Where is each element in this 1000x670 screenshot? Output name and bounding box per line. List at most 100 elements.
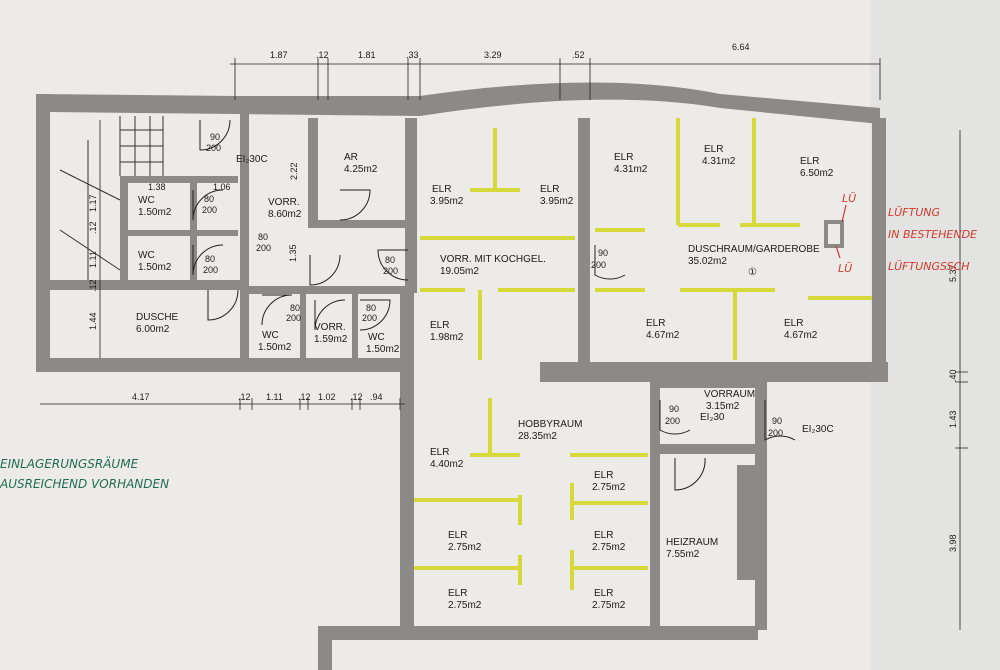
room-area: 3.95m2 [540,196,574,207]
wall-hobby-left [400,360,414,630]
dim-label: .12 [88,279,98,292]
room-name: ELR [540,184,559,195]
dims-top: 1.87 .12 1.81 .33 3.29 .52 6.64 [270,42,750,60]
room-area: 7.55m2 [666,549,700,560]
door-height: 200 [665,416,680,426]
wall-wc-row-2 [352,294,358,360]
fire-rating: EI₂30 [700,412,725,423]
room-area: 4.40m2 [430,459,464,470]
room-name: AR [344,152,358,163]
room-area: 2.75m2 [448,542,482,553]
dim-label: 1.11 [88,251,98,268]
door-width: 80 [205,254,215,264]
room-area: 3.95m2 [430,196,464,207]
door-swing-9 [314,299,346,331]
room-name: ELR [594,530,613,541]
dim-label: .33 [406,50,419,60]
dim-label: 1.43 [948,410,958,428]
door-swing-5 [339,189,371,221]
wall-ar-right [405,118,417,293]
room-name: ELR [594,588,613,599]
room-name: WC [262,330,279,341]
door-swing-13 [764,400,796,441]
door-height: 200 [362,313,377,323]
door-height: 200 [591,260,606,270]
dim-label: 1.17 [88,194,98,212]
room-name: ELR [614,152,633,163]
dims-inner: 1.38 1.06 2.22 1.35 [148,162,299,262]
stair-steps [119,116,164,176]
dim-ticks-top [234,58,881,100]
room-area: 4.67m2 [646,330,680,341]
room-area: 1.50m2 [138,262,172,273]
dim-label: 1.06 [213,182,231,192]
note-storage-1: EINLAGERUNGSRÄUME [0,456,139,471]
dim-label: 3.98 [948,534,958,552]
room-name: HOBBYRAUM [518,419,582,430]
dim-label: 1.02 [318,392,336,402]
door-width: 90 [772,416,782,426]
wall-wc-mid [120,230,238,236]
dim-label: 1.44 [88,312,98,330]
note-ventilation-2: IN BESTEHENDE [888,228,977,241]
room-area: 2.75m2 [592,482,626,493]
room-name: ELR [430,447,449,458]
paper-fold [870,0,1000,670]
dim-label: .12 [88,221,98,234]
wall-ar-bottom [308,220,414,228]
wall-vorr-left [240,110,249,360]
dims-left: 1.17 .12 1.11 .12 1.44 [88,194,98,330]
door-height: 200 [206,143,221,153]
room-name: WC [368,332,385,343]
dim-label: .12 [238,392,251,402]
room-name: DUSCHRAUM/GARDEROBE [688,244,820,255]
walls [36,82,888,670]
note-ventilation-3: LÜFTUNGSSCH [888,260,970,273]
partition-5 [676,118,720,227]
partitions [414,118,872,590]
room-labels: WC 1.50m2 WC 1.50m2 DUSCHE 6.00m2 VORR. … [136,144,834,611]
wall-wc-row-1 [300,294,306,360]
door-swings [192,119,796,491]
partition-9 [414,483,648,525]
dim-label: .12 [350,392,363,402]
door-swing-7 [309,254,341,286]
room-name: ELR [448,530,467,541]
door-height: 200 [203,265,218,275]
room-area: 2.75m2 [592,542,626,553]
partition-1 [470,128,520,192]
dim-label: 1.11 [266,392,283,402]
wall-wc-row-3 [400,294,414,360]
door-labels: 90 200 80 200 80 200 80 200 80 200 90 20… [202,132,783,438]
room-area: 4.31m2 [702,156,736,167]
dim-label: .40 [948,369,958,382]
room-symbol: ① [748,267,757,278]
room-name: VORR. [314,322,346,333]
dim-label: 4.17 [132,392,150,402]
door-width: 80 [258,232,268,242]
room-name: DUSCHE [136,312,179,323]
dim-ticks-mid [239,398,401,410]
door-width: 90 [598,248,608,258]
room-name: WC [138,250,155,261]
wall-wc-row-top [249,286,414,294]
door-width: 90 [669,404,679,414]
door-swing-12 [659,400,691,435]
room-name: VORRAUM [704,389,755,400]
room-area: 19.05m2 [440,266,479,277]
wall-heiz-inner [737,465,755,580]
wall-bottom-stub [318,626,332,670]
dims-mid: 4.17 .12 1.11 .12 1.02 .12 .94 [132,392,383,402]
dim-label: 1.35 [288,244,298,262]
wall-wc-top [120,176,238,183]
partition-4 [595,228,645,292]
door-height: 200 [286,313,301,323]
room-area: 1.50m2 [258,342,292,353]
room-area: 2.75m2 [448,600,482,611]
room-area: 1.98m2 [430,332,464,343]
partition-8 [470,398,648,457]
room-area: 1.59m2 [314,334,348,345]
room-name: WC [138,195,155,206]
dim-label: 3.29 [484,50,502,60]
door-swing-10 [359,299,391,331]
